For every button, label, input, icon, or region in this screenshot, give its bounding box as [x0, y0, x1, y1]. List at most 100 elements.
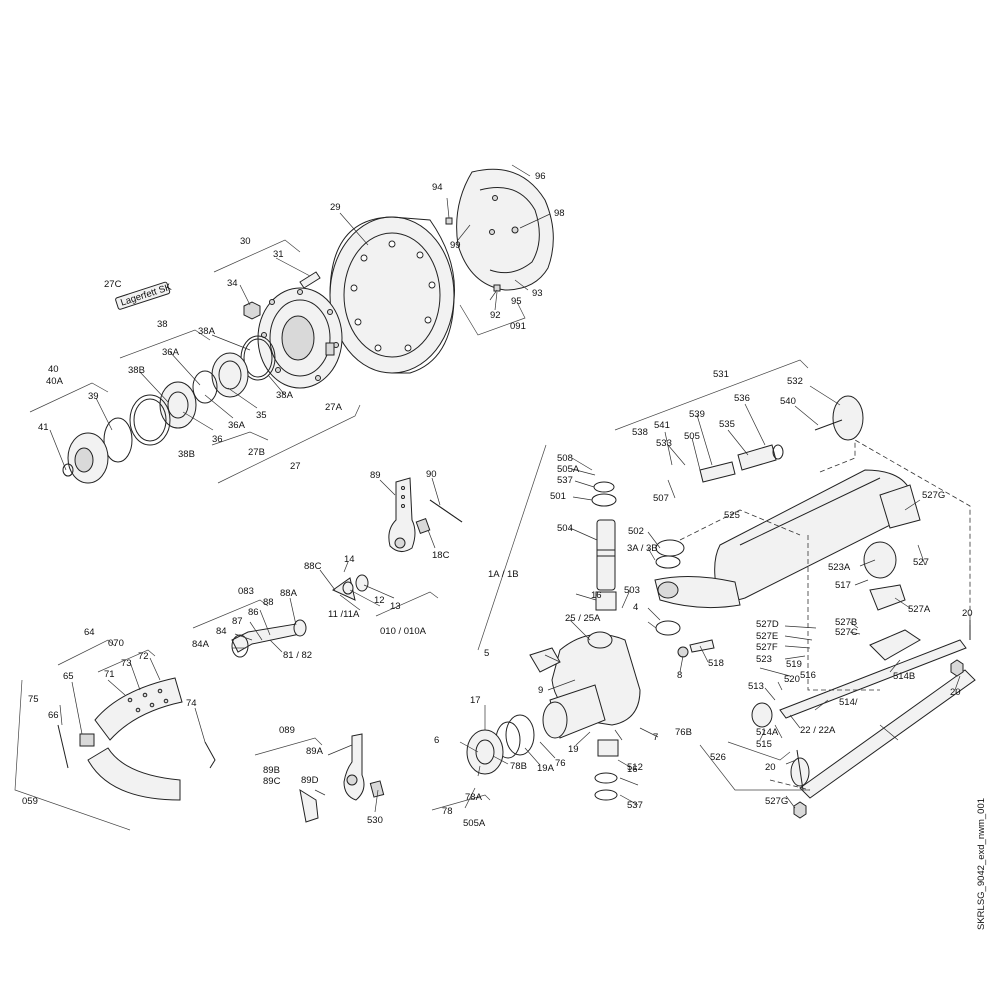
part-label: 8: [677, 670, 682, 681]
part-label: 538: [632, 427, 648, 438]
part-label: 73: [121, 658, 132, 669]
part-label: 089: [279, 725, 295, 736]
part-label: 535: [719, 419, 735, 430]
part-label: 539: [689, 409, 705, 420]
part-label: 76: [555, 758, 566, 769]
leader-lines: [49, 164, 971, 813]
part-label: 505A: [557, 464, 580, 475]
hub-bearing-group: Lagerfett SK: [62, 271, 343, 484]
part-label: 71: [104, 669, 115, 680]
part-label: 36: [212, 434, 223, 445]
part-label: 537: [557, 475, 573, 486]
part-label: 14: [344, 554, 355, 565]
part-label: 504: [557, 523, 573, 534]
part-label: 505A: [463, 818, 486, 829]
part-label: 39: [88, 391, 99, 402]
part-label: 22 / 22A: [800, 725, 836, 736]
repeat-labels: 38A 36A 38B 20 20 527G 16 537: [178, 390, 961, 811]
part-label: 3A / 3B: [627, 543, 658, 554]
part-label: 29: [330, 202, 341, 213]
part-label: 083: [238, 586, 254, 597]
part-label: 25 / 25A: [565, 613, 601, 624]
part-label: 527G: [922, 490, 945, 501]
tie-rod-lower: [799, 669, 976, 799]
part-label: 93: [532, 288, 543, 299]
brake-shoe-lower: [87, 747, 181, 801]
brake-shoe-group: [57, 677, 216, 801]
brake-chamber-rear: [863, 541, 897, 579]
part-labels: 96 94 98 29 99 95 93 92 091 30 31 27C 34…: [22, 171, 973, 829]
part-label: 010 / 010A: [380, 626, 427, 637]
part-label: 78: [442, 806, 453, 817]
part-label: 4: [633, 602, 638, 613]
actuator-cylinder: [737, 444, 777, 471]
part-label: 74: [186, 698, 197, 709]
part-label: 512: [627, 762, 643, 773]
part-label: 505: [684, 431, 700, 442]
part-label: 96: [535, 171, 546, 182]
part-label: 89C: [263, 776, 281, 787]
part-label: 38A: [276, 390, 294, 401]
brake-back-plate: [456, 168, 554, 291]
part-label: 20: [765, 762, 776, 773]
part-label: 16: [591, 590, 602, 601]
part-label: 532: [787, 376, 803, 387]
part-label: 89: [370, 470, 381, 481]
part-label: 514/: [839, 697, 858, 708]
part-label: 38A: [198, 326, 216, 337]
part-label: 65: [63, 671, 74, 682]
slack-adjuster-group: [231, 477, 463, 823]
part-label: 36A: [228, 420, 246, 431]
part-label: 527D: [756, 619, 779, 630]
part-label: 527B: [835, 617, 857, 628]
part-label: 75: [28, 694, 39, 705]
part-label: 070: [108, 638, 124, 649]
part-label: 515: [756, 739, 772, 750]
brake-drum: [329, 216, 455, 374]
part-label: 541: [654, 420, 670, 431]
part-label: 514B: [893, 671, 915, 682]
part-label: 6: [434, 735, 439, 746]
part-label: 88: [263, 597, 274, 608]
part-label: 527E: [756, 631, 778, 642]
part-label: 516: [800, 670, 816, 681]
part-label: 520: [784, 674, 800, 685]
part-label: 527A: [908, 604, 931, 615]
part-label: 27B: [248, 447, 265, 458]
part-label: 5: [484, 648, 489, 659]
part-label: 059: [22, 796, 38, 807]
drawing-identifier: SKRLSG_9042_exd_nwm_001: [976, 797, 987, 930]
part-label: 513: [748, 681, 764, 692]
part-label: 98: [554, 208, 565, 219]
brake-chamber-front: [832, 395, 864, 441]
part-label: 525: [724, 510, 740, 521]
part-label: 501: [550, 491, 566, 502]
part-label: 18C: [432, 550, 450, 561]
grouping-brackets: [14, 239, 810, 831]
axle-steering-group: [466, 395, 976, 819]
part-label: 531: [713, 369, 729, 380]
part-label: 533: [656, 438, 672, 449]
part-label: 86: [248, 607, 259, 618]
part-label: 9: [538, 685, 543, 696]
part-label: 27A: [325, 402, 343, 413]
part-label: 31: [273, 249, 284, 260]
part-label: 81 / 82: [283, 650, 312, 661]
part-label: 40A: [46, 376, 64, 387]
part-label: 30: [240, 236, 251, 247]
part-label: 16: [627, 764, 638, 775]
part-label: 1A / 1B: [488, 569, 519, 580]
part-label: 35: [256, 410, 267, 421]
part-label: 38B: [178, 449, 195, 460]
part-label: 66: [48, 710, 59, 721]
part-label: 20: [950, 687, 961, 698]
part-label: 17: [470, 695, 481, 706]
part-label: 88C: [304, 561, 322, 572]
part-label: 19A: [537, 763, 555, 774]
part-label: 64: [84, 627, 95, 638]
part-label: 89A: [306, 746, 324, 757]
part-label: 523: [756, 654, 772, 665]
part-label: 36A: [162, 347, 180, 358]
part-label: 88A: [280, 588, 298, 599]
